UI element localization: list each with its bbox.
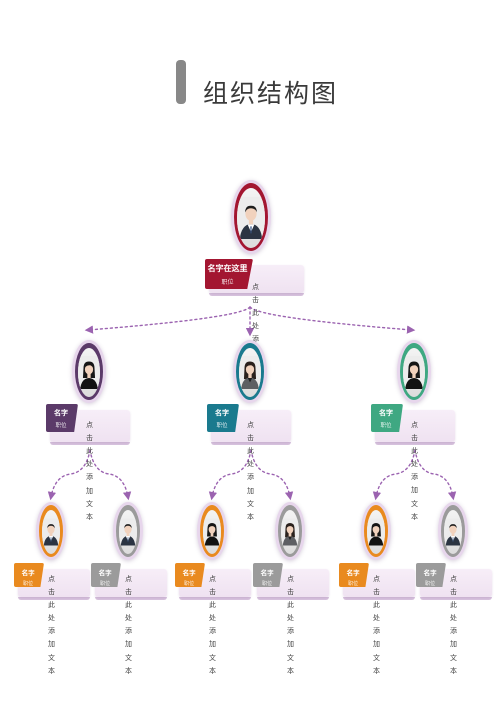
person-role[interactable]: 职位	[55, 423, 67, 429]
title-accent-bar	[176, 60, 186, 104]
description-text[interactable]: 点击此处添加文本	[86, 419, 93, 524]
card-underline	[211, 442, 291, 445]
name-tag: 名字职位	[207, 404, 239, 432]
person-name[interactable]: 名字	[260, 569, 274, 577]
description-text[interactable]: 点击此处添加文本	[287, 573, 294, 678]
description-line-2: 文本	[48, 654, 55, 675]
name-tag: 名字职位	[339, 563, 369, 587]
connector-manager-1-to-staff-1	[47, 449, 91, 501]
man-portrait-icon	[237, 197, 265, 239]
description-line-2: 文本	[287, 654, 294, 675]
description-line-1: 点击此处添加	[287, 575, 294, 648]
card-underline	[343, 597, 415, 600]
man-portrait-icon	[444, 518, 462, 546]
name-tag: 名字在这里职位	[205, 259, 253, 289]
woman-portrait-icon	[239, 356, 261, 389]
person-name[interactable]: 名字	[54, 409, 69, 417]
person-role[interactable]: 职位	[348, 581, 359, 587]
description-line-2: 文本	[209, 654, 216, 675]
person-role[interactable]: 职位	[380, 423, 392, 429]
person-role[interactable]: 职位	[262, 581, 273, 587]
person-name[interactable]: 名字	[98, 569, 112, 577]
description-text[interactable]: 点击此处添加文本	[247, 419, 254, 524]
description-line-2: 文本	[450, 654, 457, 675]
description-line-2: 文本	[411, 500, 418, 521]
description-line-1: 点击此处添	[86, 421, 93, 481]
person-name[interactable]: 名字	[346, 569, 360, 577]
card-underline	[375, 442, 455, 445]
woman-portrait-icon	[403, 356, 425, 389]
connector-manager-1-to-staff-2	[89, 449, 132, 501]
connector-manager-2-to-staff-4	[250, 449, 294, 501]
avatar	[237, 188, 265, 248]
description-line-1: 点击此处添加	[125, 575, 132, 648]
description-text[interactable]: 点击此处添加文本	[411, 419, 418, 524]
name-tag: 名字职位	[46, 404, 78, 432]
person-role[interactable]: 职位	[23, 581, 34, 587]
person-name[interactable]: 名字	[215, 409, 230, 417]
description-line-1: 点击此处添加	[450, 575, 457, 648]
description-text[interactable]: 点击此处添加文本	[373, 573, 380, 678]
person-name[interactable]: 名字	[423, 569, 437, 577]
card-underline	[50, 442, 130, 445]
avatar	[42, 510, 60, 554]
card-underline	[18, 597, 90, 600]
avatar	[203, 510, 221, 554]
connector-root-to-manager-3	[249, 306, 416, 334]
avatar	[367, 510, 385, 554]
woman-portrait-icon	[367, 518, 385, 546]
description-line-1: 点击此处添加	[209, 575, 216, 648]
woman-portrait-icon	[281, 518, 299, 546]
person-name[interactable]: 名字	[379, 409, 394, 417]
description-text[interactable]: 点击此处添加文本	[125, 573, 132, 678]
avatar	[119, 510, 137, 554]
description-line-1: 点击此处添加	[411, 421, 418, 494]
person-role[interactable]: 职位	[221, 279, 234, 286]
connector-manager-2-to-staff-3	[208, 449, 252, 501]
name-tag: 名字职位	[371, 404, 403, 432]
avatar	[403, 348, 425, 397]
description-line-2: 加文本	[86, 487, 93, 521]
description-line-2: 文本	[125, 654, 132, 675]
person-role[interactable]: 职位	[216, 423, 228, 429]
description-line-2: 加文本	[247, 487, 254, 521]
person-name[interactable]: 名字在这里	[207, 264, 248, 273]
avatar	[78, 348, 100, 397]
name-tag: 名字职位	[175, 563, 205, 587]
person-role[interactable]: 职位	[100, 581, 111, 587]
name-tag: 名字职位	[253, 563, 283, 587]
card-underline	[257, 597, 329, 600]
card-underline	[420, 597, 492, 600]
person-name[interactable]: 名字	[21, 569, 35, 577]
description-line-1: 点击此处添加	[373, 575, 380, 648]
name-tag: 名字职位	[416, 563, 446, 587]
woman-portrait-icon	[203, 518, 221, 546]
page-title: 组织结构图	[203, 79, 339, 108]
connector-root-to-manager-1	[84, 306, 251, 334]
name-tag: 名字职位	[91, 563, 121, 587]
card-underline	[209, 293, 304, 296]
name-tag: 名字职位	[14, 563, 44, 587]
person-name[interactable]: 名字	[182, 569, 196, 577]
description-line-1: 点击此处添	[247, 421, 254, 481]
avatar	[239, 348, 261, 397]
person-role[interactable]: 职位	[425, 581, 436, 587]
card-underline	[179, 597, 251, 600]
man-portrait-icon	[42, 518, 60, 546]
card-underline	[95, 597, 167, 600]
person-role[interactable]: 职位	[184, 581, 195, 587]
woman-portrait-icon	[78, 356, 100, 389]
description-text[interactable]: 点击此处添加文本	[48, 573, 55, 678]
connector-manager-3-to-staff-6	[414, 449, 457, 501]
avatar	[444, 510, 462, 554]
description-text[interactable]: 点击此处添加文本	[209, 573, 216, 678]
description-line-1: 点击此处添加	[48, 575, 55, 648]
description-line-2: 文本	[373, 654, 380, 675]
description-text[interactable]: 点击此处添加文本	[450, 573, 457, 678]
connector-manager-3-to-staff-5	[372, 449, 416, 501]
avatar	[281, 510, 299, 554]
man-portrait-icon	[119, 518, 137, 546]
